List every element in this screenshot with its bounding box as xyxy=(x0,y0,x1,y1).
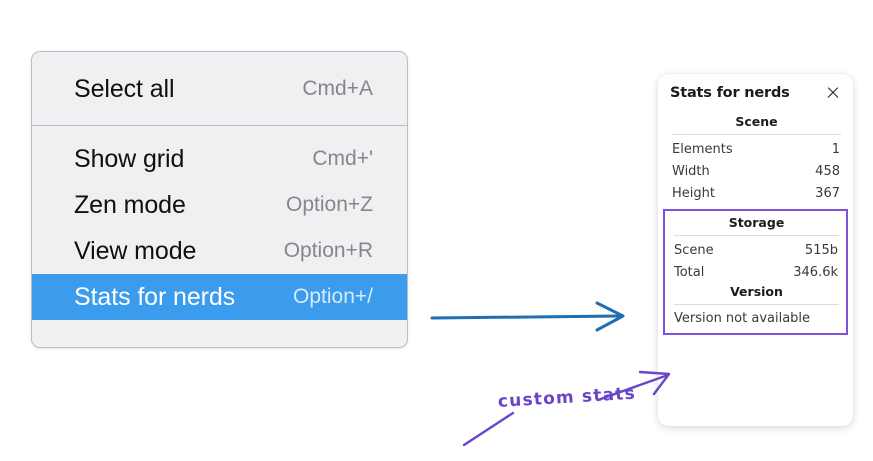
section-heading-storage: Storage xyxy=(728,215,785,230)
stat-value: 367 xyxy=(815,185,840,201)
menu-item-shortcut: Cmd+A xyxy=(302,77,373,100)
context-menu-section-2: Show grid Cmd+' Zen mode Option+Z View m… xyxy=(32,126,407,330)
section-rule xyxy=(674,235,839,236)
stat-row-elements: Elements 1 xyxy=(670,138,843,160)
stat-value: 458 xyxy=(815,163,840,179)
stats-for-nerds-panel: Stats for nerds Scene Elements 1 Width 4… xyxy=(658,74,853,426)
flow-arrow-icon xyxy=(430,301,625,332)
stat-value: 1 xyxy=(831,141,840,157)
menu-item-shortcut: Option+/ xyxy=(293,285,373,308)
section-rule xyxy=(672,134,841,135)
stat-key: Height xyxy=(672,185,715,201)
menu-item-label: View mode xyxy=(74,236,197,265)
menu-item-shortcut: Cmd+' xyxy=(312,147,373,170)
stats-section-scene: Scene Elements 1 Width 458 Height 367 xyxy=(670,113,843,204)
menu-item-select-all[interactable]: Select all Cmd+A xyxy=(32,66,407,112)
note-underline-stroke xyxy=(462,411,515,447)
menu-divider xyxy=(32,125,407,126)
context-menu-section-1: Select all Cmd+A xyxy=(32,52,407,125)
stat-value: 346.6k xyxy=(793,264,838,280)
annotation-note-custom-stats: custom stats xyxy=(497,383,637,412)
stats-panel-title: Stats for nerds xyxy=(670,85,790,101)
stat-key: Width xyxy=(672,163,710,179)
menu-item-label: Select all xyxy=(74,74,175,103)
menu-item-label: Show grid xyxy=(74,144,185,173)
section-heading-scene: Scene xyxy=(735,114,778,129)
stat-value: 515b xyxy=(804,242,838,258)
stat-row-storage-total: Total 346.6k xyxy=(672,261,841,283)
menu-item-label: Stats for nerds xyxy=(74,282,236,311)
menu-item-label: Zen mode xyxy=(74,190,186,219)
stat-key: Elements xyxy=(672,141,733,157)
section-heading-version: Version xyxy=(730,284,783,299)
version-value: Version not available xyxy=(674,311,811,326)
menu-item-view-mode[interactable]: View mode Option+R xyxy=(32,228,407,274)
stats-section-version: Version Version not available xyxy=(672,283,841,328)
stats-panel-header: Stats for nerds xyxy=(670,85,843,101)
context-menu: Select all Cmd+A Show grid Cmd+' Zen mod… xyxy=(31,51,408,348)
stat-key: Scene xyxy=(674,242,714,258)
stat-row-storage-scene: Scene 515b xyxy=(672,239,841,261)
section-rule xyxy=(674,304,839,305)
close-icon[interactable] xyxy=(825,85,841,101)
stat-key: Total xyxy=(674,264,705,280)
menu-item-show-grid[interactable]: Show grid Cmd+' xyxy=(32,136,407,182)
menu-item-shortcut: Option+R xyxy=(283,239,373,262)
stats-section-storage: Storage Scene 515b Total 346.6k xyxy=(672,214,841,283)
menu-item-shortcut: Option+Z xyxy=(286,193,373,216)
menu-item-zen-mode[interactable]: Zen mode Option+Z xyxy=(32,182,407,228)
stat-row-height: Height 367 xyxy=(670,182,843,204)
stat-row-width: Width 458 xyxy=(670,160,843,182)
menu-item-stats-for-nerds[interactable]: Stats for nerds Option+/ xyxy=(32,274,407,320)
custom-stats-highlight-box: Storage Scene 515b Total 346.6k Version … xyxy=(663,209,848,335)
